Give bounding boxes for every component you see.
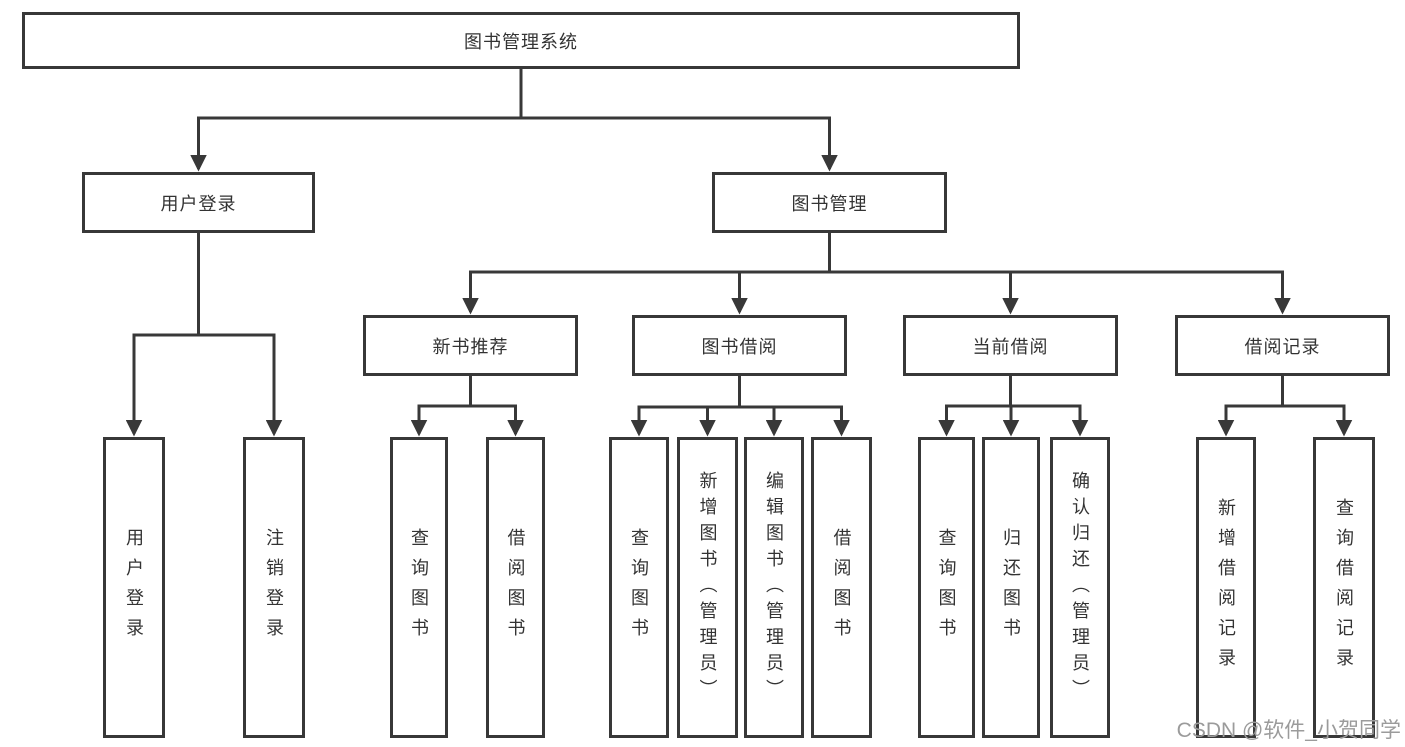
leaf-label: 归还图书	[1001, 527, 1021, 648]
leaf-borrow-books: 借阅图书	[811, 437, 872, 738]
node-label: 图书管理系统	[464, 31, 578, 52]
node-label: 借阅记录	[1244, 336, 1321, 357]
leaf-query-borrow-record: 查询借阅记录	[1313, 437, 1375, 738]
node-book-borrow: 图书借阅	[632, 315, 847, 376]
node-label: 当前借阅	[972, 336, 1049, 357]
leaf-query-books: 查询图书	[609, 437, 669, 738]
leaf-label: 注销登录	[264, 527, 284, 648]
leaf-label: 借阅图书	[831, 527, 852, 648]
node-label: 图书借阅	[701, 336, 778, 357]
leaf-label: 确认归还（管理员）	[1070, 470, 1090, 705]
leaf-query-books: 查询图书	[390, 437, 448, 738]
leaf-label: 查询图书	[936, 527, 957, 648]
node-book-management: 图书管理	[712, 172, 947, 233]
leaf-query-books: 查询图书	[918, 437, 975, 738]
leaf-label: 查询借阅记录	[1334, 497, 1354, 678]
node-current-borrow: 当前借阅	[903, 315, 1118, 376]
leaf-logout: 注销登录	[243, 437, 305, 738]
node-label: 新书推荐	[432, 336, 509, 357]
leaf-confirm-return-admin: 确认归还（管理员）	[1050, 437, 1110, 738]
node-user-login: 用户登录	[82, 172, 315, 233]
node-new-book-recommend: 新书推荐	[363, 315, 578, 376]
leaf-return-books: 归还图书	[982, 437, 1040, 738]
node-borrow-record: 借阅记录	[1175, 315, 1390, 376]
leaf-label: 新增图书（管理员）	[697, 470, 718, 705]
csdn-watermark: CSDN @软件_小贺同学	[1176, 719, 1401, 742]
leaf-borrow-books: 借阅图书	[486, 437, 545, 738]
node-label: 图书管理	[791, 193, 868, 214]
leaf-user-login: 用户登录	[103, 437, 165, 738]
leaf-edit-book-admin: 编辑图书（管理员）	[744, 437, 804, 738]
leaf-label: 编辑图书（管理员）	[764, 470, 784, 705]
leaf-add-book-admin: 新增图书（管理员）	[677, 437, 738, 738]
leaf-label: 查询图书	[409, 527, 429, 648]
leaf-label: 新增借阅记录	[1216, 497, 1236, 678]
leaf-label: 借阅图书	[505, 527, 526, 648]
node-library-management-system: 图书管理系统	[22, 12, 1020, 69]
leaf-label: 查询图书	[629, 527, 649, 648]
node-label: 用户登录	[160, 193, 237, 214]
leaf-add-borrow-record: 新增借阅记录	[1196, 437, 1256, 738]
leaf-label: 用户登录	[124, 527, 144, 648]
